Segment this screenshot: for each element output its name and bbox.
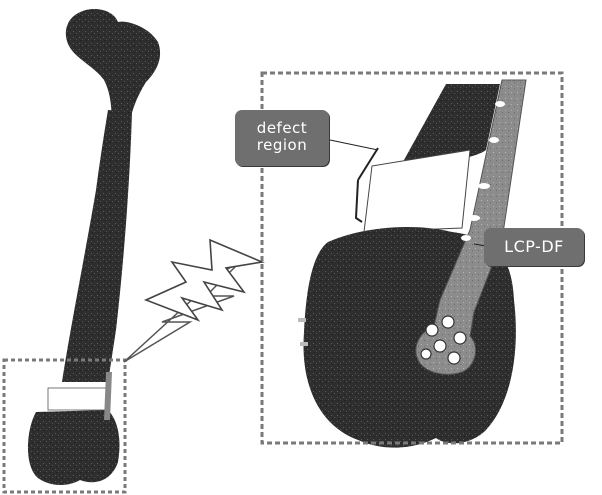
locking-screw-4 [434, 340, 446, 352]
defect-region-label-line1: defect [235, 120, 329, 137]
femur-shaft [62, 110, 132, 382]
locking-screw-2 [442, 316, 454, 328]
locking-screw-1 [426, 324, 438, 336]
zoom-lightning-bolt [146, 240, 262, 320]
locking-screw-5 [448, 352, 460, 364]
femur-condyles-small [28, 410, 120, 485]
lcp-df-label: LCP-DF [484, 228, 584, 266]
plate-hole-1 [495, 101, 505, 107]
screw-tip-1 [298, 318, 306, 322]
locking-screw-6 [421, 349, 431, 359]
plate-hole-2 [489, 137, 499, 143]
plate-hole-3 [478, 183, 490, 189]
locking-screw-3 [454, 332, 466, 344]
plate-hole-5 [461, 235, 471, 241]
plate-hole-4 [468, 215, 480, 221]
zoom-defect-gap [364, 150, 470, 232]
full-femur [4, 9, 160, 492]
defect-region-label-line2: region [235, 137, 329, 154]
screw-tip-2 [300, 342, 308, 346]
defect-bracket-leader [330, 140, 378, 150]
defect-gap-small [48, 388, 108, 410]
defect-region-label: defect region [235, 110, 329, 166]
